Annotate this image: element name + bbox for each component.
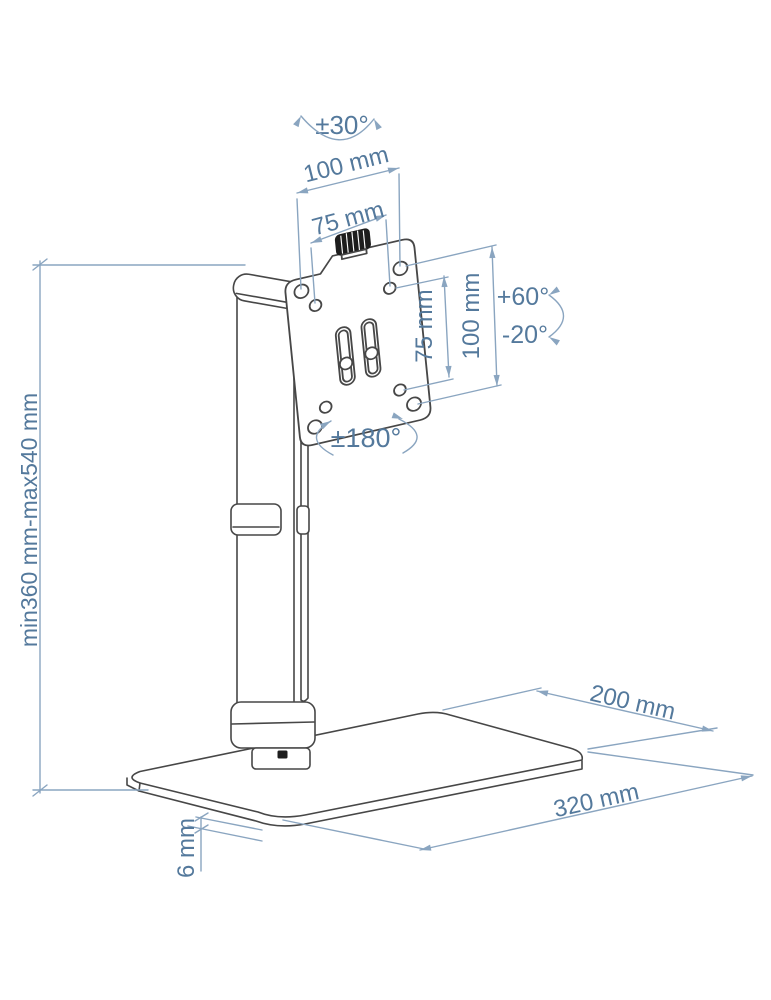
height-collar <box>230 503 282 536</box>
swivel-annotation: ±30° <box>293 110 382 141</box>
vesa-slot-left <box>334 326 356 386</box>
tilt-up-label: +60° <box>497 283 549 311</box>
rear-strip-clip <box>296 505 310 535</box>
base-depth-label: 200 mm <box>587 680 678 726</box>
tilt-annotation: +60° -20° <box>497 283 565 349</box>
vesa-inner-height-label: 75 mm <box>411 289 438 362</box>
vesa-slot-right <box>360 318 382 378</box>
base-mount <box>230 701 316 770</box>
mount-screw <box>277 750 288 759</box>
base-plate <box>126 711 584 827</box>
thumbscrew-knob <box>334 228 371 261</box>
vesa-hole-outer-br <box>406 396 422 412</box>
rotation-annotation: ±180° <box>315 412 418 456</box>
vesa-plate-outline <box>284 238 432 447</box>
base-width-label: 320 mm <box>551 778 641 823</box>
vesa-inner-height-dimension: 75 mm <box>395 275 454 391</box>
tilt-down-label: -20° <box>502 321 548 349</box>
vesa-outer-height-dimension: 100 mm <box>405 244 502 405</box>
rotation-label: ±180° <box>331 423 402 453</box>
height-range-label: min360 mm-max540 mm <box>16 393 42 647</box>
base-top-face <box>131 711 584 818</box>
height-dimension: min360 mm-max540 mm <box>16 258 246 797</box>
pole <box>230 273 316 770</box>
vesa-hole-inner-br <box>393 383 407 397</box>
vesa-hole-inner-bl <box>318 400 333 414</box>
vesa-outer-height-label: 100 mm <box>458 273 485 360</box>
base-thickness-label: 6 mm <box>173 818 200 878</box>
vesa-plate <box>284 228 432 447</box>
base-thickness-dimension: 6 mm <box>173 812 263 878</box>
pole-front-tube <box>236 295 295 704</box>
